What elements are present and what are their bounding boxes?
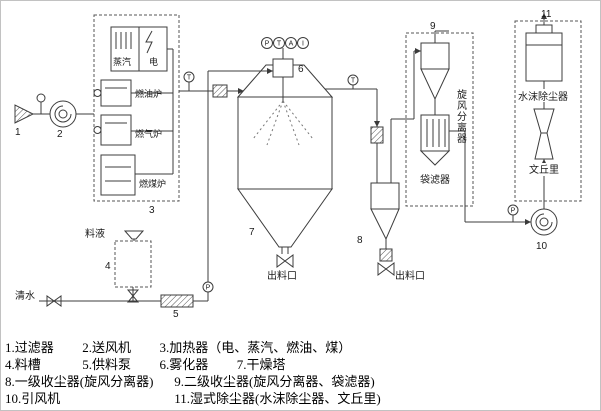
legend-item: 7.干燥塔 bbox=[236, 357, 286, 372]
secondary-cyclone-icon bbox=[420, 30, 450, 115]
wet-collector-label: 水沫除尘器 bbox=[518, 90, 568, 103]
legend-item: 2.送风机 bbox=[82, 340, 132, 355]
bag-filter-label: 袋滤器 bbox=[420, 173, 450, 186]
hot-air-duct bbox=[179, 84, 244, 98]
primary-cyclone-icon bbox=[370, 48, 421, 276]
flex-joint-icon bbox=[379, 248, 393, 262]
callout-3: 3 bbox=[149, 205, 155, 216]
feed-pump-icon bbox=[160, 294, 194, 308]
steam-label: 蒸汽 bbox=[113, 56, 131, 67]
oil-furnace-label: 燃油炉 bbox=[135, 88, 162, 99]
legend-item: 6.雾化器 bbox=[159, 357, 209, 372]
callout-10: 10 bbox=[536, 241, 548, 252]
legend: 1.过滤器 2.送风机 3.加热器（电、蒸汽、燃油、煤） 4.料槽 5.供料泵 … bbox=[5, 339, 599, 407]
callout-9: 9 bbox=[430, 21, 436, 32]
legend-row: 8.一级收尘器(旋风分离器) 9.二级收尘器(旋风分离器、袋滤器) bbox=[5, 373, 599, 390]
secondary-collector-box bbox=[405, 30, 474, 222]
legend-row: 4.料槽 5.供料泵 6.雾化器 7.干燥塔 bbox=[5, 356, 599, 373]
feed-tank-icon bbox=[114, 230, 152, 303]
venturi-label: 文丘里 bbox=[529, 163, 559, 176]
electric-label: 电 bbox=[149, 56, 158, 67]
legend-item: 5.供料泵 bbox=[82, 357, 132, 372]
legend-item: 1.过滤器 bbox=[5, 340, 54, 355]
callout-8: 8 bbox=[357, 235, 363, 246]
feed-pressure-gauge-icon bbox=[202, 281, 214, 293]
rotary-valve-icon bbox=[377, 262, 387, 276]
feed-pressure-label: P bbox=[206, 285, 211, 292]
fan-pressure-gauge-icon bbox=[507, 204, 519, 222]
legend-item: 8.一级收尘器(旋风分离器) bbox=[5, 374, 154, 389]
legend-item: 3.加热器（电、蒸汽、燃油、煤） bbox=[159, 340, 352, 355]
bag-filter-icon bbox=[419, 114, 451, 166]
venturi-icon bbox=[533, 108, 555, 160]
legend-item: 9.二级收尘器(旋风分离器、袋滤器) bbox=[174, 374, 375, 389]
pressure-gauge-icon bbox=[36, 93, 46, 114]
legend-row: 10.引风机 11.湿式除尘器(水沫除尘器、文丘里) bbox=[5, 390, 599, 407]
legend-item: 11.湿式除尘器(水沫除尘器、文丘里) bbox=[174, 391, 381, 406]
gas-furnace-label: 燃气炉 bbox=[135, 128, 162, 139]
atomizer-icon bbox=[272, 48, 294, 101]
wet-collector-box bbox=[514, 13, 582, 202]
legend-item: 4.料槽 bbox=[5, 357, 41, 372]
callout-7: 7 bbox=[249, 227, 255, 238]
callout-5: 5 bbox=[173, 309, 179, 320]
clean-water-label: 清水 bbox=[15, 289, 35, 302]
feed-liquid-label: 料液 bbox=[85, 227, 105, 240]
oil-furnace-icon bbox=[93, 79, 173, 107]
induced-draft-fan-icon bbox=[530, 159, 558, 236]
callout-11: 11 bbox=[541, 9, 552, 20]
indicator-a-label: A bbox=[289, 41, 294, 48]
outlet-temp-gauge-icon bbox=[347, 74, 359, 89]
temperature-indicator-icon bbox=[273, 37, 285, 49]
heater-box bbox=[93, 14, 180, 202]
valve-icon bbox=[46, 295, 55, 307]
fan-pressure-label: P bbox=[511, 208, 516, 215]
feed-line bbox=[39, 68, 273, 308]
indicator-p-label: P bbox=[265, 41, 270, 48]
ampere-indicator-icon bbox=[285, 37, 297, 49]
legend-item: 10.引风机 bbox=[5, 391, 61, 406]
indicator-i-label: I bbox=[302, 41, 304, 48]
callout-4: 4 bbox=[105, 261, 111, 272]
gas-furnace-icon bbox=[93, 114, 173, 146]
air-filter-icon bbox=[14, 104, 51, 124]
coal-furnace-icon bbox=[100, 154, 173, 196]
wet-dust-collector-icon bbox=[525, 24, 563, 82]
indicator-icon bbox=[297, 37, 309, 49]
cyclone-separator-label: 旋风分离器 bbox=[455, 88, 467, 144]
outlet-temp-label: T bbox=[351, 78, 356, 85]
exhaust-duct bbox=[325, 88, 384, 183]
valve-icon bbox=[126, 289, 140, 297]
cyclone-discharge-label: 出料口 bbox=[395, 269, 425, 282]
callout-1: 1 bbox=[15, 127, 21, 138]
spray-pattern bbox=[252, 100, 314, 146]
intake-fan-icon bbox=[49, 100, 94, 128]
tower-discharge-label: 出料口 bbox=[267, 269, 297, 282]
flex-joint-icon bbox=[212, 84, 228, 98]
rotary-valve-icon bbox=[276, 254, 286, 268]
callout-2: 2 bbox=[57, 129, 63, 140]
instrument-cluster bbox=[261, 37, 309, 49]
inlet-temp-label: T bbox=[187, 75, 192, 82]
callout-6: 6 bbox=[298, 64, 304, 75]
legend-row: 1.过滤器 2.送风机 3.加热器（电、蒸汽、燃油、煤） bbox=[5, 339, 599, 356]
drying-tower-icon bbox=[236, 64, 334, 268]
flex-joint-icon bbox=[370, 126, 384, 144]
coal-furnace-label: 燃煤炉 bbox=[139, 178, 166, 189]
pressure-indicator-icon bbox=[261, 37, 273, 49]
process-flow-diagram: 蒸汽 电 燃油炉 燃气炉 燃煤炉 料液 清水 出料口 出料口 旋风分离器 袋滤器… bbox=[14, 9, 582, 320]
indicator-t-label: T bbox=[277, 41, 282, 48]
inlet-temp-gauge-icon bbox=[183, 71, 195, 91]
